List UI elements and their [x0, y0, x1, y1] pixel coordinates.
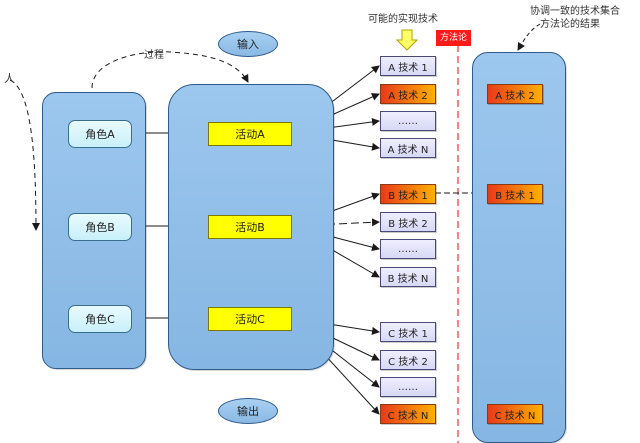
activity-a[interactable]: 活动A [208, 122, 292, 146]
process-curve [91, 51, 249, 89]
output-oval[interactable]: 输出 [218, 398, 278, 424]
c-tech-n[interactable]: C 技术 N [380, 404, 436, 424]
c-tech-ellipsis[interactable]: …… [380, 377, 436, 397]
activity-b[interactable]: 活动B [208, 215, 292, 239]
a-tech-2[interactable]: A 技术 2 [380, 84, 436, 104]
methodology-result-label: 方法论的结果 [540, 19, 600, 30]
results-panel [472, 52, 566, 443]
coordinated-set-label: 协调一致的技术集合 [530, 6, 620, 17]
person-label: 人 [4, 72, 15, 85]
result-b-tech[interactable]: B 技术 1 [487, 184, 543, 204]
activity-c[interactable]: 活动C [208, 307, 292, 331]
role-c[interactable]: 角色C [68, 305, 132, 333]
coordinated-set-curve [517, 23, 541, 51]
b-tech-2[interactable]: B 技术 2 [380, 212, 436, 232]
a-tech-1[interactable]: A 技术 1 [380, 56, 436, 76]
c-tech-2[interactable]: C 技术 2 [380, 350, 436, 370]
b-tech-1[interactable]: B 技术 1 [380, 184, 436, 204]
role-b[interactable]: 角色B [68, 213, 132, 241]
methodology-tag: 方法论 [436, 30, 472, 46]
b-tech-ellipsis[interactable]: …… [380, 239, 436, 259]
person-curve [9, 79, 40, 231]
input-oval[interactable]: 输入 [218, 31, 278, 57]
b-tech-n[interactable]: B 技术 N [380, 267, 436, 287]
possible-tech-label: 可能的实现技术 [368, 14, 438, 25]
process-label: 过程 [144, 50, 164, 61]
result-c-tech[interactable]: C 技术 N [487, 404, 543, 424]
a-tech-n[interactable]: A 技术 N [380, 138, 436, 158]
result-a-tech[interactable]: A 技术 2 [487, 84, 543, 104]
c-tech-1[interactable]: C 技术 1 [380, 322, 436, 342]
role-a[interactable]: 角色A [68, 120, 132, 148]
a-tech-ellipsis[interactable]: …… [380, 111, 436, 131]
